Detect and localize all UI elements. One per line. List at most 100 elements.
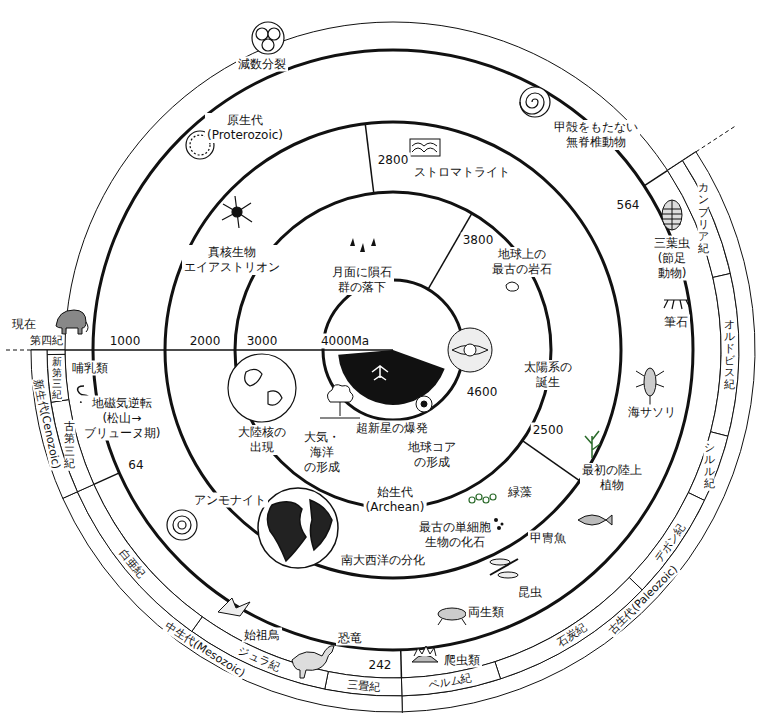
figure-group (578, 515, 612, 525)
figure-stroke (327, 385, 353, 402)
figure-stroke (636, 371, 664, 406)
figure-stroke (262, 39, 274, 51)
figure-stroke (506, 282, 519, 291)
figure-stroke (402, 152, 755, 712)
event-label: 減数分裂 (236, 57, 288, 72)
figure-stroke (578, 515, 612, 525)
figure-stroke (372, 366, 388, 380)
period-band: カンブリア紀 (698, 181, 709, 256)
era-band: 古生代(Paleozoic) (605, 562, 681, 638)
label-text: 大陸核の 出現 (238, 425, 286, 455)
figure-stroke (218, 598, 250, 616)
figure-stroke (585, 431, 600, 458)
figure-stroke (167, 510, 197, 540)
label-text: 3000 (247, 334, 278, 349)
figure-group (350, 238, 376, 252)
band-name: 白亜紀 (117, 547, 148, 581)
label-text: ストロマトライト (414, 165, 510, 180)
label-text: 甲冑魚 (530, 531, 566, 546)
organism-label: 三葉虫 (節足 動物) (652, 236, 692, 281)
band-name: 石炭紀 (555, 621, 590, 650)
figure-stroke (173, 516, 191, 534)
figure-stroke (428, 213, 472, 289)
label-text: 大気・海洋 の形成 (304, 430, 340, 475)
figure-stroke (258, 488, 338, 568)
event-label: 大陸核の 出現 (236, 425, 288, 455)
organism-label: ストロマトライト (412, 165, 512, 180)
label-text: 始生代 (Archean) (366, 485, 425, 515)
figure-stroke (412, 143, 437, 152)
label-text: 始祖鳥 (244, 628, 280, 643)
band-name: 新第三紀 (52, 356, 62, 400)
label-text: 64 (128, 458, 143, 473)
event-label: 地磁気逆転 (松山→ ブリューヌ期) (82, 396, 163, 441)
band-name: ペルム紀 (428, 672, 474, 692)
band-name: 第四紀 (30, 334, 63, 347)
organism-label: 哺乳類 (70, 361, 110, 376)
figure-stroke (267, 502, 306, 561)
organism-label: 甲殻をもたない 無脊椎動物 (552, 120, 640, 150)
figure-group (438, 608, 466, 625)
label-text: 2000 (190, 334, 221, 349)
figure-stroke (490, 494, 496, 500)
event-label: 南大西洋の分化 (339, 553, 427, 568)
organism-label: アンモナイト (192, 493, 268, 508)
eon-name: 始生代 (Archean) (364, 485, 427, 515)
figure-stroke (56, 310, 86, 334)
age-number: 1000 (108, 334, 143, 349)
figure-stroke (86, 322, 88, 332)
figure-stroke (228, 354, 296, 422)
figure-group (585, 431, 600, 458)
band-name: オルドビス紀 (724, 319, 735, 392)
age-number: 3000 (245, 334, 280, 349)
figure-group (228, 354, 296, 422)
event-label: 太陽系の 誕生 (522, 360, 574, 390)
figure-stroke (464, 344, 476, 356)
event-label: 大気・海洋 の形成 (302, 430, 342, 475)
organism-label: 筆石 (662, 315, 690, 330)
figure-stroke (31, 349, 393, 351)
age-number: 2500 (531, 423, 566, 438)
figure-stroke (252, 22, 284, 54)
label-text: 4000Ma (321, 334, 369, 349)
label-text: 1000 (110, 334, 141, 349)
organism-label: 最初の陸上 植物 (580, 463, 644, 493)
label-text: 564 (617, 198, 640, 213)
organism-label: 爬虫類 (442, 653, 482, 668)
axis-label: 現在 (10, 317, 38, 332)
period-band: 第四紀 (29, 334, 64, 347)
age-number: 64 (126, 458, 145, 473)
label-text: 太陽系の 誕生 (524, 360, 572, 390)
figure-stroke (416, 396, 432, 412)
period-band: 石炭紀 (554, 621, 591, 651)
figure-stroke (696, 126, 736, 152)
figure-group (520, 87, 550, 117)
label-text: 月面に隕石 群の落下 (332, 265, 392, 295)
event-label: 月面に隕石 群の落下 (330, 265, 394, 295)
figure-group (56, 310, 88, 334)
label-text: アンモナイト (194, 493, 266, 508)
event-label: 最古の単細胞 生物の化石 (417, 520, 493, 550)
figure-stroke (77, 484, 202, 631)
age-number: 2800 (376, 153, 411, 168)
organism-label: 両生類 (466, 605, 506, 620)
figure-group (292, 646, 334, 678)
figure-stroke (256, 28, 268, 40)
figure-stroke (338, 350, 445, 405)
label-text: 242 (369, 658, 392, 673)
organism-label: 昆虫 (516, 585, 544, 600)
figure-stroke (350, 238, 355, 246)
figure-stroke (414, 646, 436, 656)
figure-stroke (268, 28, 280, 40)
figure-stroke (245, 369, 282, 405)
label-text: 恐竜 (338, 631, 362, 646)
figure-group (320, 385, 360, 418)
band-name: シルル紀 (704, 442, 715, 490)
figure-stroke (448, 328, 492, 372)
figure-stroke (501, 523, 504, 526)
figure-group (636, 368, 664, 406)
label-text: 4600 (467, 385, 498, 400)
figure-group (186, 131, 252, 228)
